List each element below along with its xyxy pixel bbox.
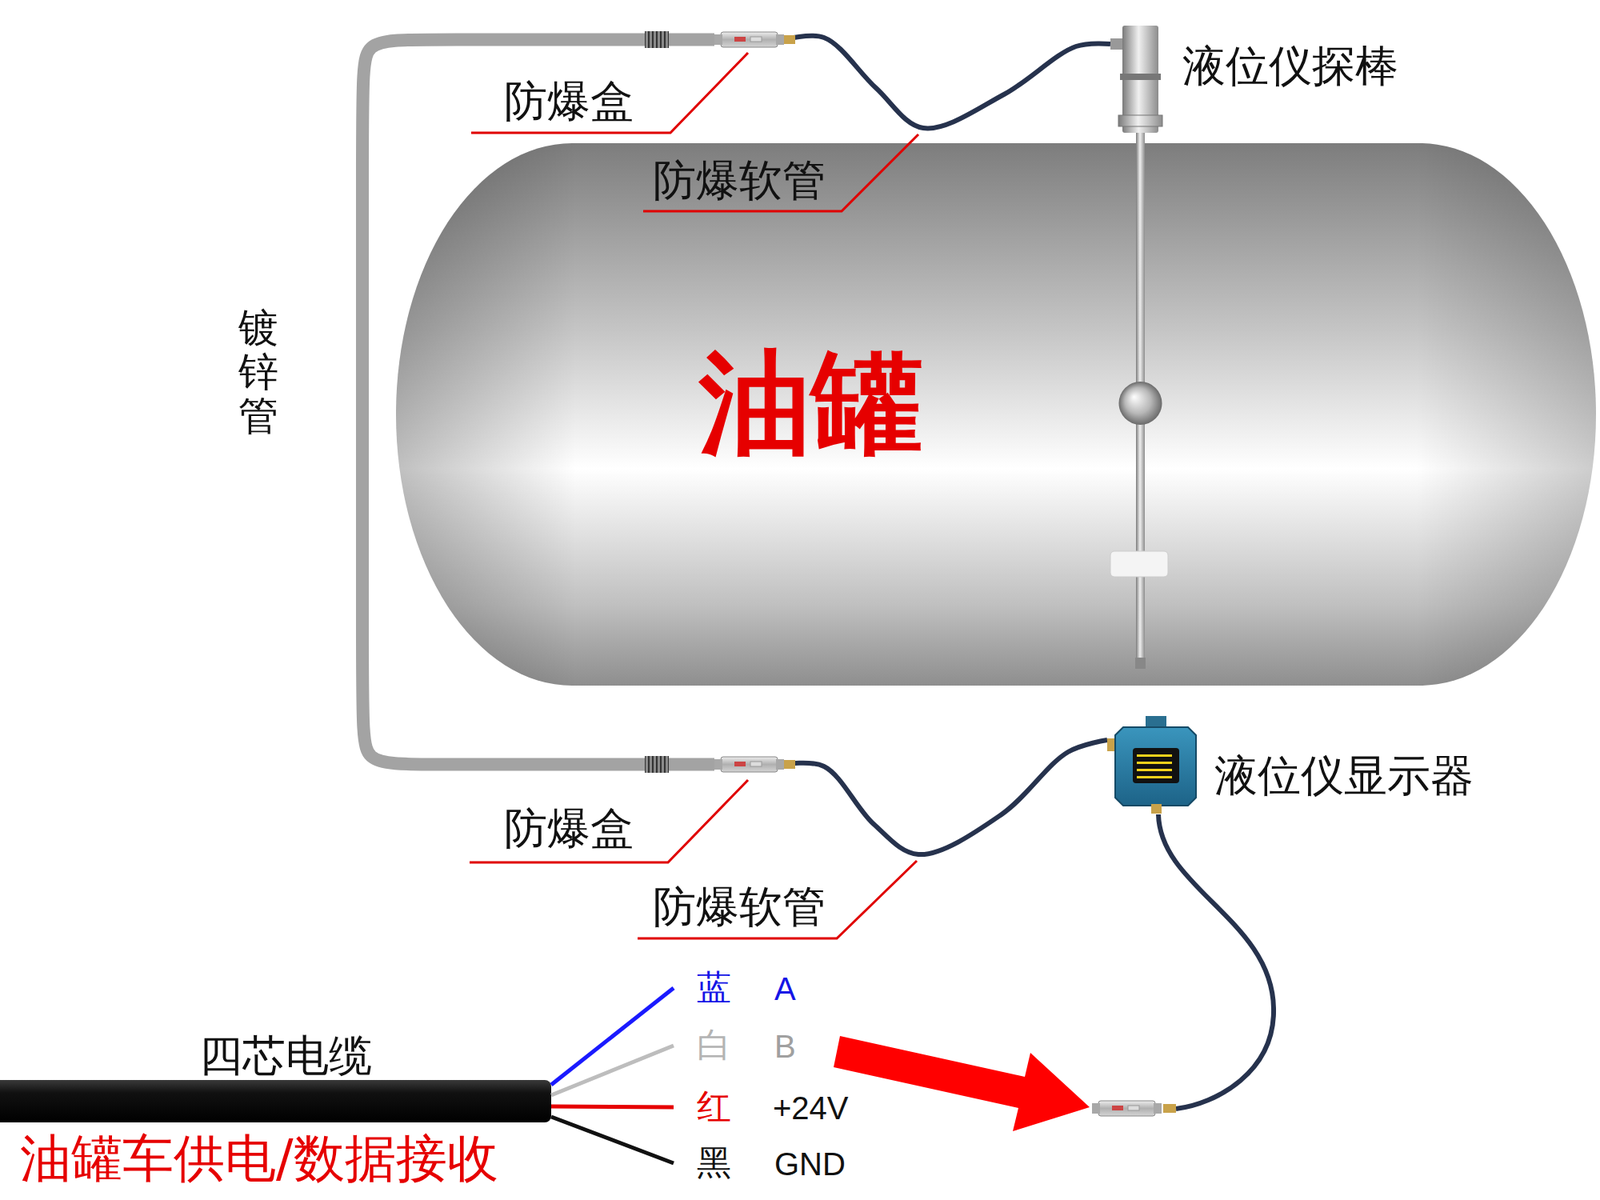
black-wire (551, 1116, 674, 1164)
wire-color: 白 (696, 1024, 732, 1067)
shape-outline (1107, 716, 1204, 814)
probe-end-nut (1135, 657, 1146, 669)
node-label: 液位仪探棒 (1182, 40, 1399, 93)
display-housing (1115, 727, 1196, 806)
screen-line (1136, 768, 1172, 772)
wire-color: 红 (696, 1086, 732, 1128)
edge-label: 防爆软管 (652, 881, 826, 934)
shape-outline (0, 1080, 552, 1123)
explosion-proof-box: 防爆盒 (714, 755, 784, 774)
four-core-cable: 四芯电缆油罐车供电/数据接收 (0, 1080, 552, 1123)
node-label: 防爆盒 (504, 76, 634, 128)
level-probe: 液位仪探棒 (1110, 25, 1168, 670)
explosion-proof-box (1092, 1100, 1162, 1116)
explosion-proof-hose (1158, 814, 1274, 1109)
edge-label: 镀锌管 (238, 306, 279, 439)
hose-fitting (784, 760, 796, 769)
node-label: 防爆盒 (504, 803, 634, 856)
wire-color: 黑 (696, 1142, 732, 1184)
leader-line (469, 780, 748, 863)
screen-line (1136, 761, 1172, 764)
box-cap (776, 759, 784, 770)
leader-line (637, 860, 917, 939)
signal-name: GND (774, 1144, 846, 1184)
box-sticker (1112, 1105, 1124, 1111)
display-gland (1151, 804, 1162, 814)
box-sticker (734, 36, 746, 42)
display-screen (1132, 748, 1180, 784)
white-wire (551, 1045, 674, 1096)
probe-band (1120, 73, 1161, 80)
wire-color: 蓝 (696, 967, 732, 1009)
cable-body (0, 1080, 552, 1123)
shape-outline (396, 143, 1596, 686)
explosion-proof-hose (784, 36, 1111, 129)
box-sticker (734, 761, 746, 767)
level-display: 液位仪显示器 (1107, 716, 1204, 814)
box-sticker (750, 36, 762, 42)
shape-outline (714, 755, 784, 774)
tank-body (396, 143, 1596, 686)
hose-fitting (784, 35, 796, 44)
probe-float (1110, 551, 1168, 577)
box-cap (714, 759, 723, 770)
node-label: 四芯电缆 (199, 1030, 372, 1083)
screen-line (1136, 776, 1172, 779)
box-cap (714, 34, 723, 45)
pipe-thread (644, 31, 669, 48)
box-cap (776, 34, 784, 45)
box-body (1098, 1100, 1156, 1116)
signal-name: +24V (772, 1088, 849, 1128)
signal-name: A (774, 969, 796, 1008)
red-arrow (833, 1036, 1090, 1132)
box-cap (1153, 1103, 1162, 1114)
node-label: 油罐 (699, 336, 924, 471)
leader-line (471, 52, 748, 133)
oil-tank: 油罐 (396, 143, 1596, 686)
pipe-thread (644, 756, 669, 773)
shape-outline (1110, 25, 1168, 670)
leader-line (643, 134, 919, 212)
hose-fitting (1163, 1104, 1176, 1113)
screen-line (1136, 754, 1172, 757)
box-body (720, 756, 778, 772)
box-cap (1092, 1103, 1100, 1114)
box-sticker (1128, 1105, 1140, 1111)
explosion-proof-hose (784, 740, 1108, 855)
probe-flange (1118, 115, 1163, 127)
probe-ball (1119, 381, 1163, 425)
shape-outline (714, 30, 784, 49)
node-label: 液位仪显示器 (1214, 750, 1474, 803)
signal-name: B (774, 1027, 796, 1066)
edge-label: 防爆软管 (652, 155, 826, 208)
tank-shading (396, 143, 1596, 686)
probe-gland (1110, 38, 1124, 50)
node-sublabel: 油罐车供电/数据接收 (20, 1128, 499, 1190)
box-sticker (750, 761, 762, 767)
box-body (720, 32, 778, 48)
explosion-proof-box: 防爆盒 (714, 30, 784, 49)
red-wire (551, 1106, 674, 1108)
